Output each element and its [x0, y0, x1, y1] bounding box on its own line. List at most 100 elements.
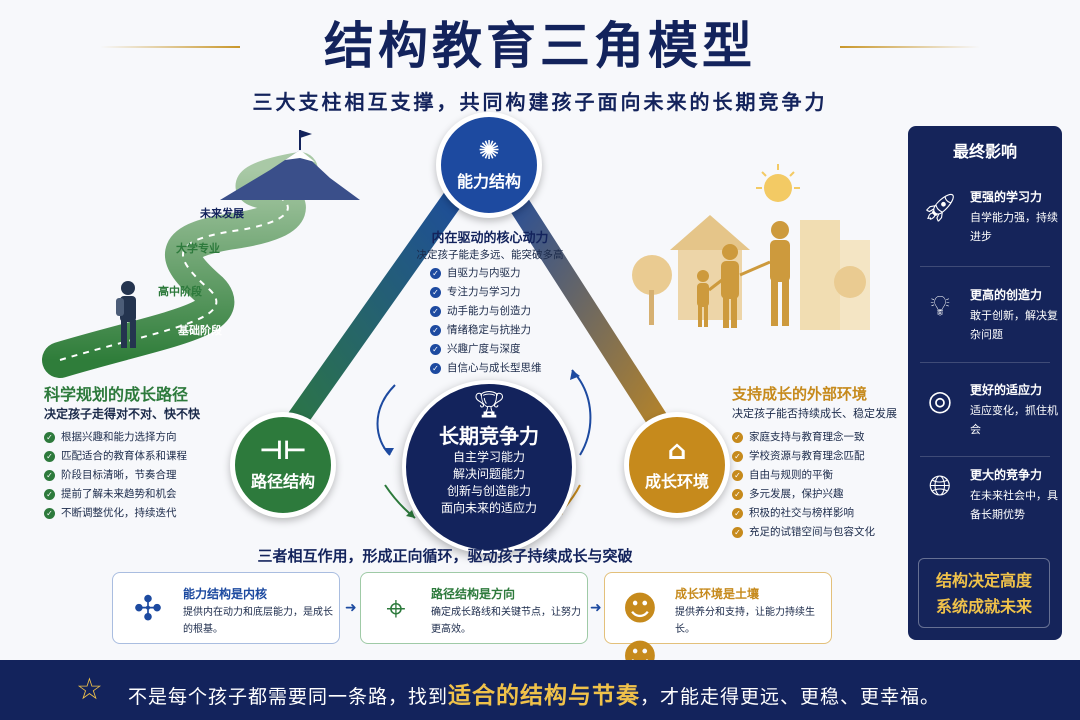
impact-heading: 更大的竞争力 — [970, 468, 1043, 482]
stage-label: 高中阶段 — [158, 285, 202, 298]
check-icon: ✓ — [44, 432, 55, 443]
ability-heading: 内在驱动的核心动力 — [431, 231, 549, 246]
hiker-icon — [116, 281, 136, 348]
list-item: ✓根据兴趣和能力选择方向 — [44, 428, 187, 447]
card-title: 路径结构是方向 — [431, 587, 516, 601]
check-icon: ✓ — [430, 363, 441, 374]
path-subheading: 决定孩子走得对不对、快不快 — [44, 407, 201, 421]
core-competitiveness: 🏆︎ 长期竞争力 自主学习能力 解决问题能力 创新与创造能力 面向未来的适应力 — [402, 380, 576, 554]
stage-label: 大学专业 — [176, 242, 220, 255]
ability-subheading: 决定孩子能走多远、能突破多高 — [416, 249, 564, 261]
footer-text: 不是每个孩子都需要同一条路，找到适合的结构与节奏，才能走得更远、更稳、更幸福。 — [128, 683, 941, 709]
star-icon: ☆ — [76, 672, 103, 707]
footer-highlight: 适合的结构与节奏 — [448, 683, 641, 709]
card-title: 成长环境是土壤 — [675, 587, 760, 601]
card-desc: 确定成长路线和关键节点，让努力更高效。 — [431, 607, 581, 635]
divider — [920, 266, 1050, 267]
check-icon: ✓ — [430, 268, 441, 279]
check-icon: ✓ — [732, 451, 743, 462]
core-title: 长期竞争力 — [439, 424, 539, 448]
impact-item: 🚀︎ 更强的学习力 自学能力强，持续进步 — [908, 178, 1062, 264]
check-icon: ✓ — [44, 508, 55, 519]
list-item: ✓专注力与学习力 — [430, 283, 542, 302]
check-icon: ✓ — [44, 489, 55, 500]
title-decor-right — [840, 46, 980, 48]
motto-line: 系统成就未来 — [935, 597, 1032, 616]
impact-item: 💡︎ 更高的创造力 敢于创新，解决复杂问题 — [908, 276, 1062, 362]
path-heading: 科学规划的成长路径 — [44, 385, 189, 404]
list-item: ✓情绪稳定与抗挫力 — [430, 321, 542, 340]
environment-node[interactable]: ⌂ 成长环境 — [624, 412, 730, 518]
list-item: ✓兴趣广度与深度 — [430, 340, 542, 359]
ability-node[interactable]: ✺ 能力结构 — [436, 112, 542, 218]
list-item: ✓家庭支持与教育理念一致 — [732, 428, 875, 447]
list-item: ✓积极的社交与榜样影响 — [732, 504, 875, 523]
sidebar-motto: 结构决定高度 系统成就未来 — [918, 558, 1050, 628]
core-item: 创新与创造能力 — [446, 484, 531, 498]
arrow-right-icon: ➜ — [345, 600, 357, 616]
path-node[interactable]: ⊣⊢ 路径结构 — [230, 412, 336, 518]
impact-desc: 在未来社会中，具备长期优势 — [970, 489, 1058, 521]
environment-heading: 支持成长的外部环境 — [732, 385, 868, 403]
path-label: 路径结构 — [250, 472, 315, 491]
core-item: 解决问题能力 — [452, 467, 525, 481]
school-icon: ⌂ — [667, 436, 687, 466]
divider — [920, 362, 1050, 363]
lightbulb-icon: 💡︎ — [930, 289, 950, 322]
check-icon: ✓ — [430, 344, 441, 355]
impact-desc: 自学能力强，持续进步 — [970, 211, 1058, 243]
list-item: ✓多元发展，保护兴趣 — [732, 485, 875, 504]
arrow-right-icon: ➜ — [590, 600, 602, 616]
impact-desc: 适应变化，抓住机会 — [970, 404, 1058, 436]
motto-line: 结构决定高度 — [935, 571, 1032, 590]
environment-label: 成长环境 — [644, 472, 709, 491]
page-subtitle: 三大支柱相互支撑，共同构建孩子面向未来的长期竞争力 — [252, 90, 828, 114]
card-ability: ✣ 能力结构是内核 提供内在动力和底层能力，是成长的根基。 — [112, 572, 340, 644]
list-item: ✓阶段目标清晰，节奏合理 — [44, 466, 187, 485]
family-illustration — [632, 164, 870, 330]
people-icon: ☻☻ — [622, 589, 658, 677]
check-icon: ✓ — [732, 508, 743, 519]
check-icon: ✓ — [732, 470, 743, 481]
divider — [920, 456, 1050, 457]
core-item: 面向未来的适应力 — [440, 501, 537, 515]
impact-heading: 更高的创造力 — [970, 288, 1043, 302]
cycle-arrow-left — [376, 384, 396, 456]
rocket-icon: 🚀︎ — [922, 191, 958, 224]
card-path: ⌖ 路径结构是方向 确定成长路线和关键节点，让努力更高效。 — [360, 572, 588, 644]
globe-icon: 🌐︎ — [928, 469, 952, 502]
title-decor-left — [100, 46, 240, 48]
stage-label: 基础阶段 — [178, 324, 222, 337]
environment-list: ✓家庭支持与教育理念一致 ✓学校资源与教育理念匹配 ✓自由与规则的平衡 ✓多元发… — [732, 428, 875, 542]
card-desc: 提供养分和支持，让能力持续生长。 — [675, 607, 815, 635]
card-title: 能力结构是内核 — [183, 587, 268, 601]
check-icon: ✓ — [732, 489, 743, 500]
impact-heading: 更强的学习力 — [970, 190, 1043, 204]
list-item: ✓不断调整优化，持续迭代 — [44, 504, 187, 523]
list-item: ✓自由与规则的平衡 — [732, 466, 875, 485]
check-icon: ✓ — [44, 470, 55, 481]
cycle-statement: 三者相互作用，形成正向循环，驱动孩子持续成长与突破 — [257, 547, 633, 565]
ability-list: ✓自驱力与内驱力 ✓专注力与学习力 ✓动手能力与创造力 ✓情绪稳定与抗挫力 ✓兴… — [430, 264, 542, 378]
check-icon: ✓ — [430, 306, 441, 317]
list-item: ✓自信心与成长型思维 — [430, 359, 542, 378]
trophy-icon: 🏆︎ — [472, 390, 506, 420]
sidebar-title: 最终影响 — [952, 142, 1017, 161]
list-item: ✓充足的试错空间与包容文化 — [732, 523, 875, 542]
check-icon: ✓ — [44, 451, 55, 462]
page-title: 结构教育三角模型 — [324, 17, 756, 75]
list-item: ✓自驱力与内驱力 — [430, 264, 542, 283]
card-environment: ☻☻ 成长环境是土壤 提供养分和支持，让能力持续生长。 — [604, 572, 832, 677]
list-item: ✓动手能力与创造力 — [430, 302, 542, 321]
list-item: ✓提前了解未来趋势和机会 — [44, 485, 187, 504]
target-icon: ◎ — [927, 384, 953, 417]
environment-subheading: 决定孩子能否持续成长、稳定发展 — [732, 407, 897, 420]
map-route-icon: ⌖ — [386, 589, 406, 629]
list-item: ✓匹配适合的教育体系和课程 — [44, 447, 187, 466]
brain-icon: ✺ — [478, 136, 500, 166]
impact-item: ◎ 更好的适应力 适应变化，抓住机会 — [908, 371, 1062, 457]
core-item: 自主学习能力 — [452, 450, 525, 464]
puzzle-icon: ✣ — [133, 589, 163, 629]
stage-label: 未来发展 — [200, 207, 244, 220]
